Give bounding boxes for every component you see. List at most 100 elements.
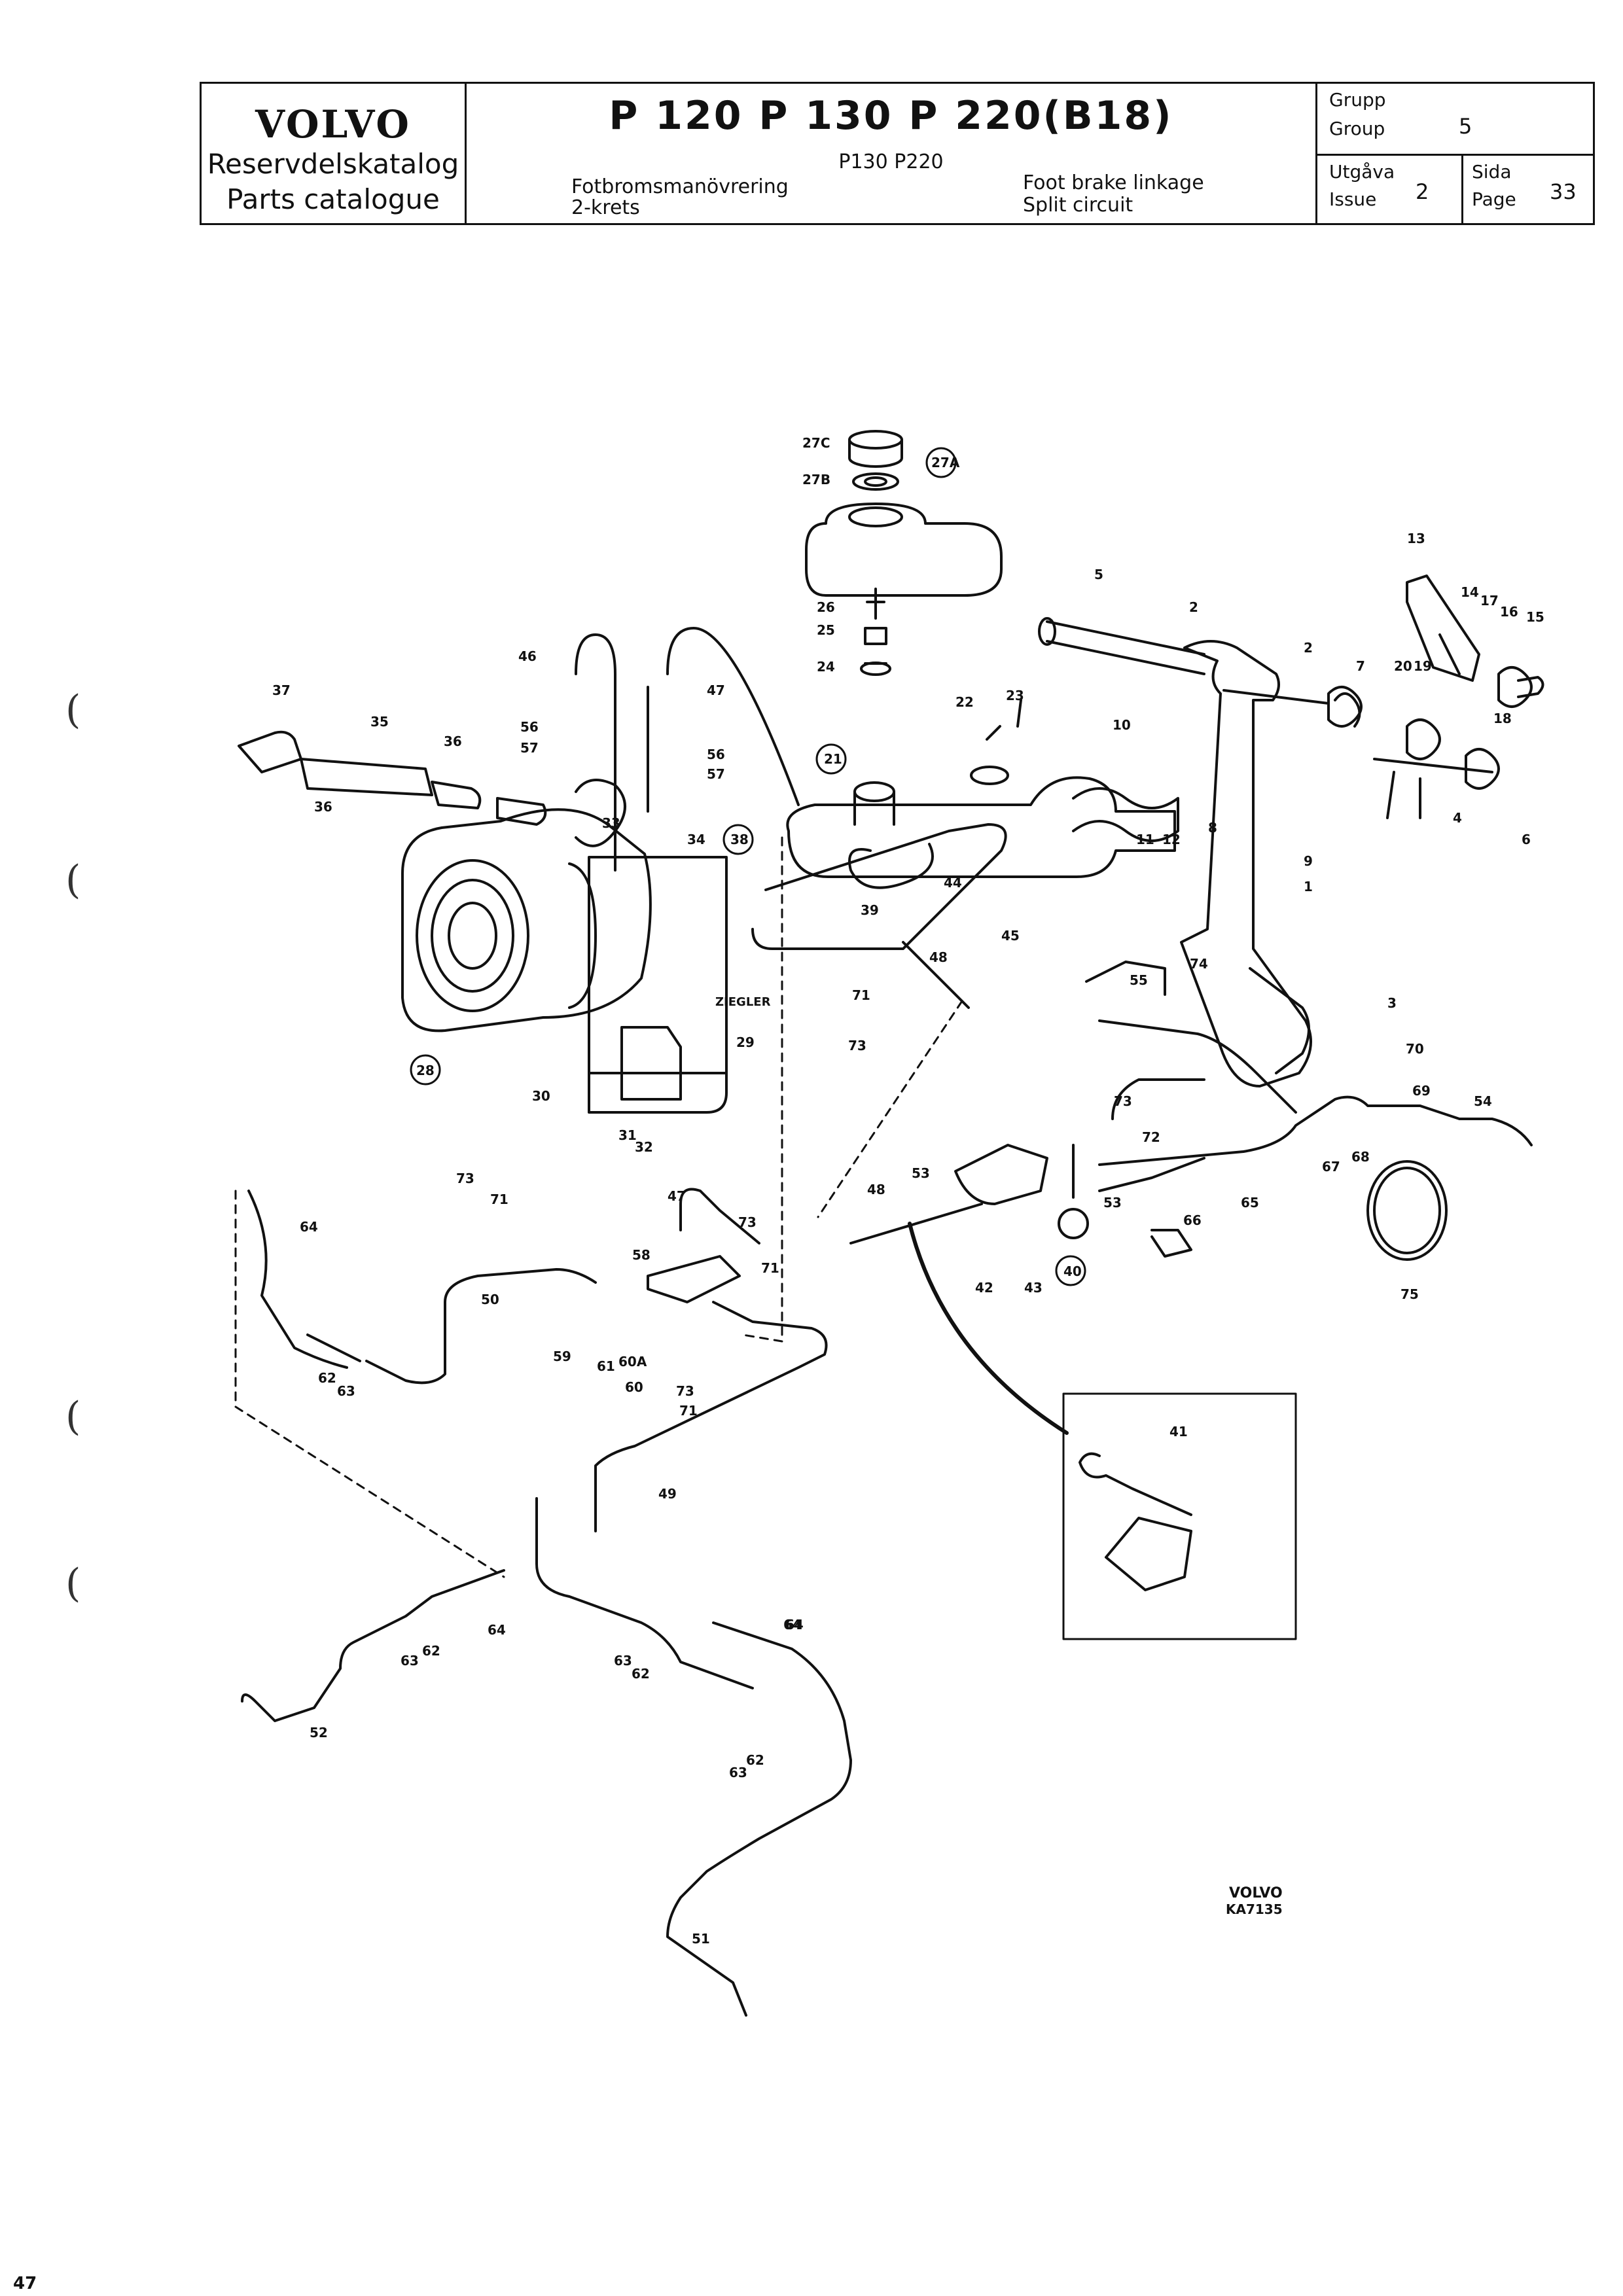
- part-number-label: 49: [658, 1486, 677, 1502]
- part-number-label: 48: [929, 949, 948, 965]
- part-number-label: 27B: [802, 472, 830, 487]
- page-label-en: Page: [1472, 188, 1516, 210]
- part-number-label: 26: [817, 599, 835, 615]
- part-number-label: 34: [687, 832, 705, 847]
- detail-box: [1062, 1392, 1297, 1640]
- group-label-en: Group: [1329, 118, 1385, 139]
- part-number-label: 30: [532, 1088, 550, 1104]
- footer-page-number: 47: [13, 2274, 37, 2293]
- part-number-label: 39: [861, 902, 879, 918]
- part-number-label: 63: [614, 1653, 632, 1669]
- part-number-label: 45: [1001, 928, 1020, 944]
- part-number-label: 71: [852, 987, 870, 1003]
- part-number-label: 33: [602, 815, 620, 831]
- part-number-label: 53: [1103, 1195, 1122, 1210]
- group-value: 5: [1459, 114, 1472, 139]
- margin-mark: (: [65, 1561, 81, 1606]
- margin-mark: (: [65, 857, 81, 903]
- part-number-label: 19: [1414, 658, 1432, 674]
- part-number-label: 22: [955, 694, 974, 710]
- vacuum-hose: [238, 730, 547, 826]
- detail-pointer: [908, 1222, 1069, 1435]
- brake-pipes: [575, 627, 1533, 1192]
- brake-booster: [401, 779, 728, 1114]
- part-number-label: 2: [1189, 599, 1198, 615]
- part-number-label: 11: [1136, 832, 1154, 847]
- part-number-label: 73: [676, 1383, 694, 1399]
- part-number-label: 73: [456, 1171, 474, 1186]
- part-number-label: 15: [1526, 609, 1544, 625]
- part-number-label: 4: [1453, 810, 1462, 826]
- part-number-label: 3: [1387, 995, 1397, 1011]
- part-number-label: 20: [1394, 658, 1412, 674]
- part-number-label: 24: [817, 659, 835, 675]
- part-number-label: 12: [1162, 832, 1181, 847]
- part-number-label: 32: [635, 1139, 653, 1155]
- margin-mark: (: [65, 687, 81, 733]
- part-number-label: 5: [1094, 567, 1103, 582]
- english-description: Foot brake linkage: [1023, 171, 1204, 194]
- title-cell: P 120 P 130 P 220(B18) P130 P220 Fotbrom…: [467, 84, 1317, 223]
- page-label-sv: Sida: [1472, 161, 1512, 183]
- part-number-label: 27A: [931, 455, 960, 470]
- swedish-subdescription: 2-krets: [571, 196, 640, 219]
- circled-markers: [410, 447, 1086, 1286]
- part-number-label: 14: [1461, 584, 1479, 600]
- part-number-label: 73: [848, 1038, 866, 1053]
- part-number-label: 31: [618, 1127, 637, 1143]
- issue-label-en: Issue: [1329, 188, 1377, 210]
- part-number-label: 64: [300, 1219, 318, 1235]
- stop-light-switch: [849, 1144, 1448, 1261]
- part-number-label: 27C: [802, 435, 830, 451]
- swedish-description: Fotbromsmanövrering: [571, 175, 789, 198]
- part-number-label: 63: [401, 1653, 419, 1669]
- part-number-label: 16: [1500, 604, 1518, 620]
- brand-line-english: Parts catalogue: [226, 183, 440, 215]
- part-number-label: 58: [632, 1247, 651, 1263]
- part-number-label: 51: [692, 1931, 710, 1947]
- reference-divider-v: [1461, 154, 1463, 223]
- dashed-reference-lines: [234, 836, 963, 1578]
- part-number-label: 18: [1493, 711, 1512, 726]
- part-number-label: 35: [370, 714, 389, 730]
- part-number-label: 60A: [618, 1354, 647, 1369]
- reference-divider-h: [1317, 154, 1593, 156]
- part-number-label: 44: [944, 875, 962, 891]
- part-number-label: 25: [817, 622, 835, 638]
- part-number-label: 66: [1183, 1212, 1202, 1228]
- models-title: P 120 P 130 P 220(B18): [609, 93, 1173, 139]
- part-number-label: 61: [597, 1358, 615, 1374]
- part-number-label: 47: [707, 682, 725, 698]
- reservoir-assembly: [805, 430, 1003, 676]
- reference-cell: Grupp Group 5 Utgåva Issue 2 Sida Page 3…: [1317, 84, 1593, 223]
- rear-brake-pipes: [241, 1188, 852, 2017]
- english-subdescription: Split circuit: [1023, 194, 1133, 217]
- part-number-label: 60: [625, 1379, 643, 1395]
- part-number-label: 72: [1142, 1129, 1160, 1145]
- part-number-label: 64: [785, 1617, 804, 1633]
- volvo-stamp: VOLVO: [1229, 1885, 1283, 1901]
- part-number-label: 55: [1130, 972, 1148, 988]
- part-number-label: 9: [1304, 853, 1313, 869]
- part-number-label: 56: [520, 719, 539, 735]
- detail-switch: [1079, 1452, 1192, 1516]
- part-number-label: 28: [416, 1063, 435, 1078]
- part-number-label: 70: [1406, 1041, 1424, 1057]
- part-number-label: 54: [1474, 1093, 1492, 1109]
- part-number-label: 17: [1480, 593, 1499, 609]
- part-number-label: 69: [1412, 1083, 1431, 1099]
- part-number-label: 71: [679, 1403, 698, 1419]
- part-number-label: 36: [444, 733, 462, 749]
- page-value: 33: [1550, 179, 1577, 204]
- part-number-label: 2: [1304, 640, 1313, 656]
- part-number-label: 10: [1113, 717, 1131, 733]
- volvo-logo: VOLVO: [255, 102, 411, 147]
- part-number-label: 36: [314, 799, 332, 815]
- part-number-label: 6: [1522, 832, 1531, 847]
- part-number-label: 40: [1063, 1263, 1082, 1279]
- part-number-label: 62: [632, 1666, 650, 1682]
- part-number-label: 62: [746, 1752, 764, 1768]
- brand-cell: VOLVO Reservdelskatalog Parts catalogue: [202, 84, 467, 223]
- part-number-label: 63: [337, 1383, 355, 1399]
